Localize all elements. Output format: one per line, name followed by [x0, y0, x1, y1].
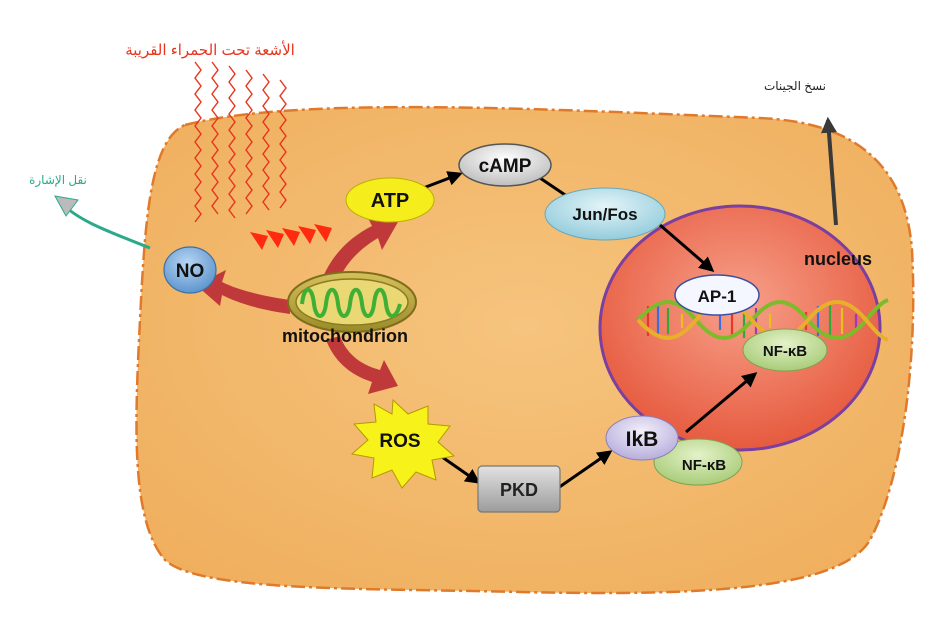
- camp-node: [458, 143, 552, 187]
- nucleus: [598, 204, 882, 452]
- atp-node: [345, 177, 435, 223]
- transcription-arrow: [820, 116, 838, 226]
- signal-arrow: [58, 200, 151, 250]
- nfkb-nucleus-label: NF-κB: [763, 343, 807, 360]
- transcription-label: نسخ الجينات: [764, 79, 826, 93]
- ros-label: ROS: [379, 431, 420, 452]
- ap1-label: AP-1: [698, 287, 737, 306]
- pkd-label: PKD: [500, 480, 538, 500]
- ikb-node: [605, 415, 679, 461]
- signal-label: نقل الإشارة: [29, 173, 87, 188]
- mitochondrion-label: mitochondrion: [282, 326, 408, 346]
- no-node: [163, 246, 217, 294]
- camp-label: cAMP: [479, 156, 532, 177]
- nfkb-cyto-label: NF-κB: [682, 457, 726, 474]
- ros-starburst-icon: [350, 398, 456, 489]
- pkd-node: [477, 465, 561, 513]
- infrared-label: الأشعة تحت الحمراء القريبة: [125, 40, 295, 59]
- nfkb-cyto-node: [653, 438, 743, 486]
- atp-label: ATP: [371, 190, 410, 212]
- infrared-arrowheads: [250, 224, 332, 250]
- infrared-rays-icon: [194, 61, 287, 223]
- mitochondrion-icon: [287, 271, 417, 333]
- ikb-label: IkB: [626, 428, 659, 451]
- nucleus-label: nucleus: [804, 249, 872, 269]
- signal-arrowhead: [54, 195, 79, 217]
- no-label: NO: [176, 261, 205, 282]
- nfkb-nucleus-node: [742, 328, 828, 372]
- junfos-node: [544, 187, 666, 241]
- junfos-label: Jun/Fos: [572, 205, 637, 224]
- ap1-node: [674, 274, 760, 316]
